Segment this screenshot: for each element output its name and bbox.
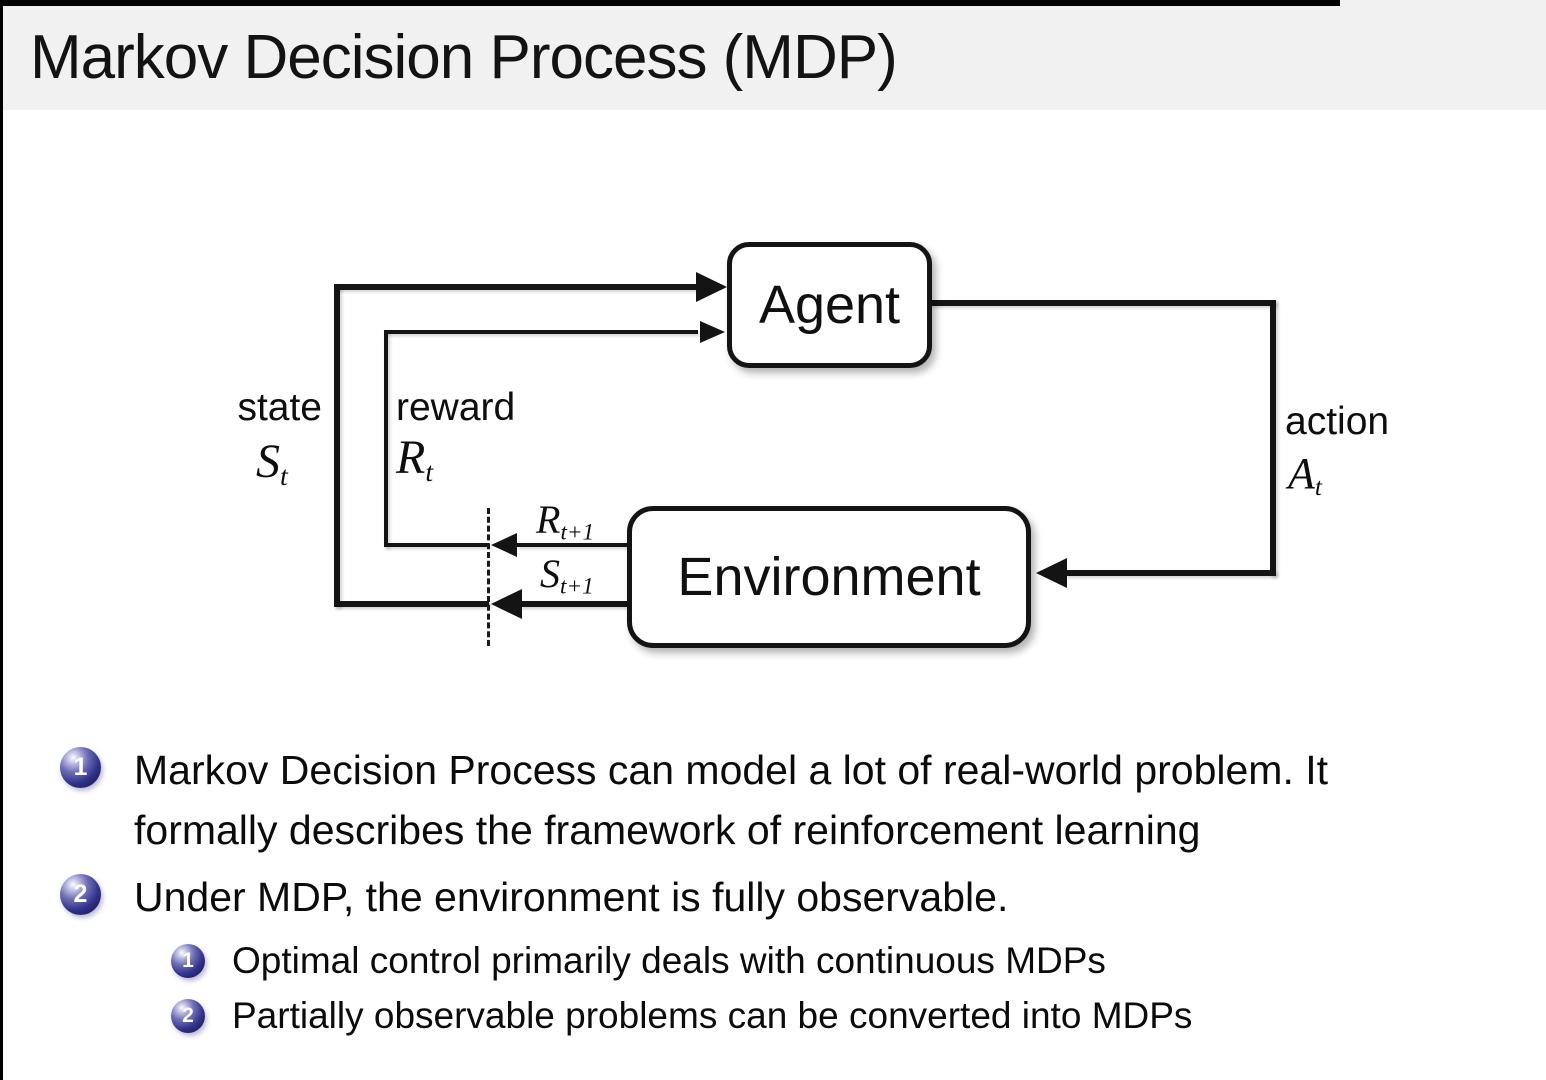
action-symbol: At [1288, 449, 1322, 502]
reward-to-agent-arrowhead-icon [700, 321, 725, 343]
bullet-1-text: Markov Decision Process can model a lot … [134, 740, 1328, 860]
bullet-1-line-1: Markov Decision Process can model a lot … [134, 747, 1329, 793]
bullet-2-ball: 2 [60, 874, 101, 915]
environment-box: Environment [627, 506, 1031, 648]
state-line-top [334, 284, 697, 290]
state-symbol: St [256, 435, 288, 492]
next-state-symbol: St+1 [540, 551, 594, 600]
reward-line-top [384, 330, 698, 334]
bullet-2-text: Under MDP, the environment is fully obse… [134, 867, 1008, 927]
next-reward-arrowhead-icon [491, 533, 517, 557]
action-line-bottom [1065, 570, 1276, 576]
sub-bullet-2-ball: 2 [171, 999, 205, 1033]
bullet-1-line-2: formally describes the framework of rein… [134, 807, 1201, 853]
title-bar: Markov Decision Process (MDP) [0, 0, 1546, 110]
environment-label: Environment [677, 547, 981, 607]
sub-bullet-2-text: Partially observable problems can be con… [232, 995, 1193, 1036]
action-to-environment-arrowhead-icon [1036, 558, 1067, 588]
timestep-dashed-divider [487, 508, 490, 646]
slide-left-edge [0, 0, 3, 1080]
state-label: state [237, 386, 322, 429]
bullet-1-ball: 1 [60, 747, 101, 788]
action-line-vertical [1270, 300, 1276, 576]
bullet-2-line-1: Under MDP, the environment is fully obse… [134, 874, 1009, 920]
agent-box: Agent [727, 242, 932, 368]
slide-top-edge [0, 0, 1340, 6]
state-line-bottom [334, 601, 489, 607]
next-state-arrowhead-icon [491, 589, 522, 619]
sub-bullet-1-ball: 1 [171, 944, 205, 978]
page-title: Markov Decision Process (MDP) [30, 23, 898, 92]
reward-symbol: Rt [396, 431, 434, 488]
agent-label: Agent [758, 275, 901, 335]
reward-label: reward [396, 386, 516, 429]
action-line-top [930, 300, 1276, 306]
next-reward-symbol: Rt+1 [536, 497, 595, 546]
state-to-agent-arrowhead-icon [696, 272, 727, 302]
state-line-vertical [334, 284, 340, 607]
action-label: action [1285, 400, 1390, 443]
reward-line-vertical [384, 330, 388, 547]
reward-line-bottom [384, 543, 489, 547]
next-reward-segment [517, 543, 631, 547]
next-state-segment [519, 601, 631, 607]
sub-bullet-1-text: Optimal control primarily deals with con… [232, 940, 1106, 981]
